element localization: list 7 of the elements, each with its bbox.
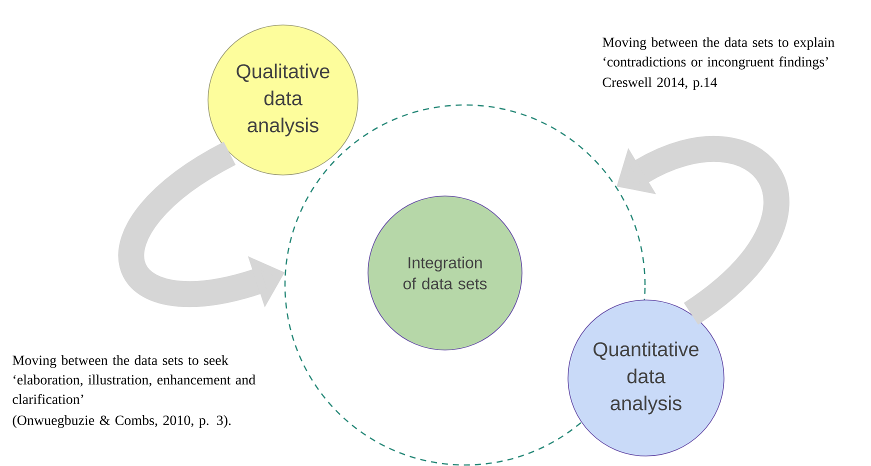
circle-node: Quantitative data analysis bbox=[568, 300, 724, 456]
annotation-text: (Onwuegbuzie & Combs, 2010, p. 3). bbox=[12, 415, 231, 428]
annotation-text: Creswell 2014, p.14 bbox=[602, 77, 718, 90]
circle-node: Qualitative data analysis bbox=[208, 24, 358, 176]
annotation-text: Moving between the data sets to seek ‘elaboration, illustration, enhancement and clarification’ bbox=[12, 355, 256, 404]
annotation-text: Moving between the data sets to explain ‘contradictions or incongruent findings’ bbox=[602, 37, 834, 70]
circle-node: Integration of data sets bbox=[368, 196, 522, 350]
